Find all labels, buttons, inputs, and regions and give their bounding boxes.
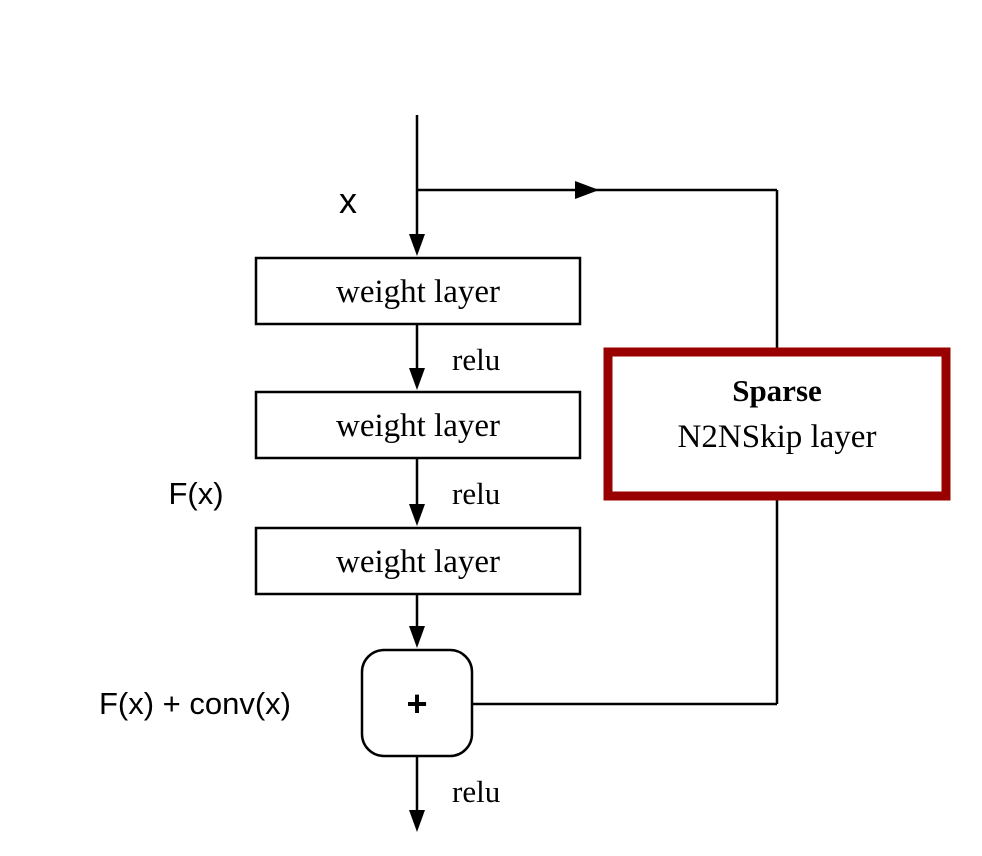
weight-layer-1-label: weight layer	[336, 274, 500, 310]
arrowhead-down-5-icon	[409, 810, 425, 832]
relu-3-label: relu	[452, 774, 500, 809]
sum-label: F(x) + conv(x)	[99, 686, 291, 721]
arrowhead-down-2-icon	[409, 368, 425, 390]
input-label: x	[339, 180, 357, 221]
relu-1-label: relu	[452, 342, 500, 377]
arrowhead-right-icon	[575, 181, 599, 199]
arrowhead-down-3-icon	[409, 504, 425, 526]
arrowhead-down-1-icon	[409, 234, 425, 256]
weight-layer-3-label: weight layer	[336, 544, 500, 580]
sparse-n2nskip-subtitle: N2NSkip layer	[678, 419, 877, 455]
relu-2-label: relu	[452, 476, 500, 511]
fx-label: F(x)	[168, 476, 223, 511]
weight-layer-3-box	[254, 526, 582, 596]
weight-layer-1-box	[254, 256, 582, 326]
sparse-n2nskip-title: Sparse	[732, 373, 822, 408]
plus-label: +	[406, 683, 427, 724]
sparse-n2nskip-box	[603, 347, 951, 501]
arrowhead-down-4-icon	[409, 626, 425, 648]
weight-layer-2-label: weight layer	[336, 408, 500, 444]
